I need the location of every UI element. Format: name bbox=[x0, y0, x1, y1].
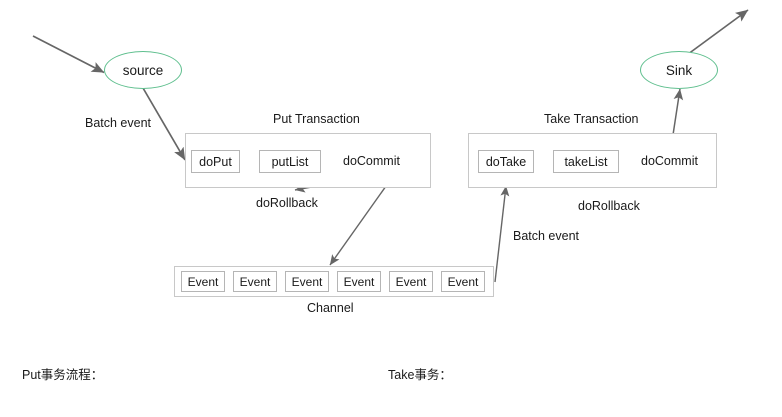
event-label: Event bbox=[187, 274, 219, 289]
put-step-doput-label: doPut bbox=[199, 154, 232, 169]
put-step-doput[interactable]: doPut bbox=[191, 150, 240, 173]
take-step-dotake[interactable]: doTake bbox=[478, 150, 534, 173]
node-sink[interactable]: Sink bbox=[640, 51, 718, 89]
take-dorollback-label: doRollback bbox=[578, 199, 640, 213]
put-step-putlist-label: putList bbox=[271, 154, 309, 169]
event-box[interactable]: Event bbox=[389, 271, 433, 292]
event-label: Event bbox=[343, 274, 375, 289]
node-sink-label: Sink bbox=[665, 62, 693, 78]
note-put-heading: Put事务流程： bbox=[22, 368, 104, 382]
event-box[interactable]: Event bbox=[181, 271, 225, 292]
take-step-takelist[interactable]: takeList bbox=[553, 150, 619, 173]
event-label: Event bbox=[395, 274, 427, 289]
note-take-transaction: Take事务： doTake：将数据写入takeList；并将数据发送到HDFS… bbox=[388, 330, 718, 417]
event-label: Event bbox=[239, 274, 271, 289]
event-box[interactable]: Event bbox=[441, 271, 485, 292]
take-transaction-title: Take Transaction bbox=[544, 112, 639, 126]
note-take-heading: Take事务： bbox=[388, 368, 452, 382]
put-transaction-title: Put Transaction bbox=[273, 112, 360, 126]
take-step-dotake-label: doTake bbox=[485, 154, 527, 169]
put-dorollback-label: doRollback bbox=[256, 196, 318, 210]
event-box[interactable]: Event bbox=[285, 271, 329, 292]
take-docommit-label: doCommit bbox=[641, 154, 698, 168]
label-batch-event-right: Batch event bbox=[513, 229, 580, 243]
take-step-takelist-label: takeList bbox=[564, 154, 608, 169]
node-source[interactable]: source bbox=[104, 51, 182, 89]
arrow-input-to-source bbox=[32, 35, 105, 74]
node-source-label: source bbox=[122, 62, 164, 78]
arrow-channel-to-take bbox=[494, 185, 510, 283]
put-docommit-label: doCommit bbox=[343, 154, 400, 168]
put-step-putlist[interactable]: putList bbox=[259, 150, 321, 173]
event-box[interactable]: Event bbox=[337, 271, 381, 292]
label-batch-event-left: Batch event bbox=[85, 116, 152, 130]
channel-box bbox=[174, 266, 494, 297]
event-label: Event bbox=[447, 274, 479, 289]
event-label: Event bbox=[291, 274, 323, 289]
channel-caption: Channel bbox=[307, 301, 354, 315]
event-box[interactable]: Event bbox=[233, 271, 277, 292]
note-put-transaction: Put事务流程： doPut：将一批Event写入putList(临时缓冲区) … bbox=[22, 330, 298, 417]
